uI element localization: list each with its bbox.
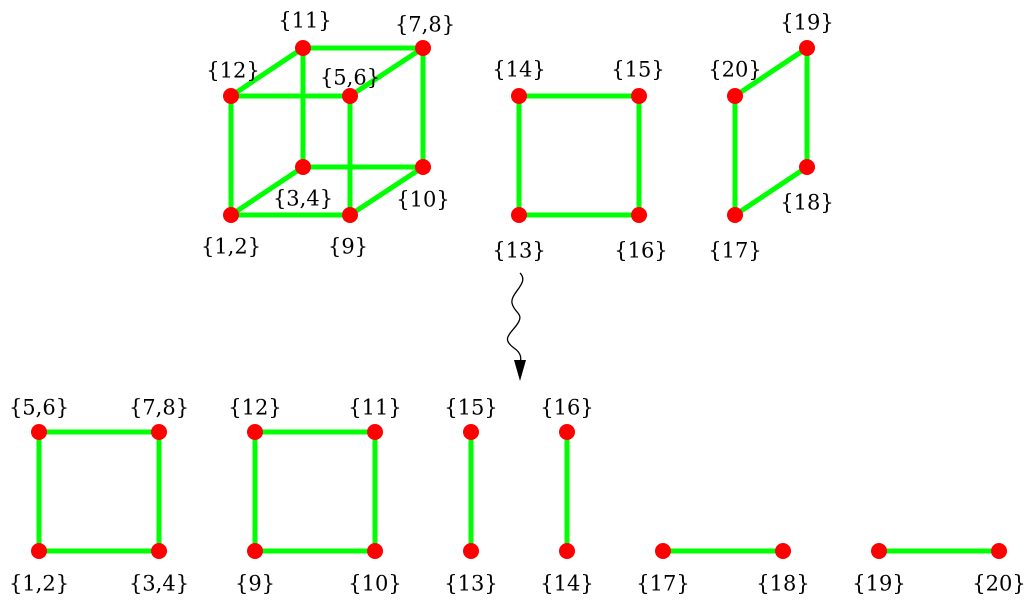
edge-quad-17-20-a-b — [732, 164, 810, 218]
node-label-edge-13-15-b: {15} — [444, 396, 497, 420]
node-label-quad-17-20-d: {20} — [708, 58, 761, 82]
node-label-cube-e: {3,4} — [273, 187, 333, 211]
node-square-9-12-a — [247, 543, 263, 559]
node-cube-f — [415, 159, 431, 175]
node-square-1-8-a — [31, 543, 47, 559]
node-label-cube-a: {1,2} — [201, 235, 261, 259]
node-cube-d — [223, 88, 239, 104]
node-label-square-1-8-c: {7,8} — [129, 396, 189, 420]
node-cube-b — [342, 207, 358, 223]
node-edge-14-16-a — [559, 543, 575, 559]
node-label-square-1-8-b: {3,4} — [129, 572, 189, 596]
node-label-square-9-12-b: {10} — [348, 572, 401, 596]
node-label-square-1-8-d: {5,6} — [9, 396, 69, 420]
node-label-edge-19-20-b: {20} — [972, 572, 1025, 596]
node-label-cube-d: {12} — [206, 59, 259, 83]
node-cube-h — [295, 40, 311, 56]
node-edge-17-18-a — [655, 543, 671, 559]
node-label-quad-17-20-a: {17} — [708, 239, 761, 263]
node-square-13-16-b — [631, 207, 647, 223]
node-quad-17-20-d — [727, 88, 743, 104]
node-label-square-13-16-c: {15} — [611, 58, 664, 82]
arrow-head-icon — [514, 360, 526, 381]
node-label-edge-13-15-a: {13} — [444, 572, 497, 596]
node-label-cube-g: {7,8} — [395, 13, 455, 37]
node-label-cube-f: {10} — [396, 188, 449, 212]
node-square-1-8-d — [31, 424, 47, 440]
node-cube-c — [342, 88, 358, 104]
node-edge-13-15-b — [463, 424, 479, 440]
node-label-square-13-16-b: {16} — [614, 239, 667, 263]
node-label-cube-h: {11} — [278, 9, 331, 33]
node-label-square-9-12-a: {9} — [235, 572, 275, 596]
node-square-9-12-c — [367, 424, 383, 440]
node-edge-17-18-b — [775, 543, 791, 559]
edge-cube-d-h — [228, 45, 306, 99]
node-label-square-13-16-a: {13} — [492, 239, 545, 263]
edges-layer — [36, 45, 1002, 554]
node-square-13-16-c — [631, 88, 647, 104]
node-edge-14-16-b — [559, 424, 575, 440]
edge-cube-c-g — [347, 45, 426, 99]
node-edge-19-20-b — [991, 543, 1007, 559]
node-square-13-16-d — [511, 88, 527, 104]
node-label-quad-17-20-c: {19} — [780, 11, 833, 35]
node-label-cube-b: {9} — [328, 235, 368, 259]
node-cube-a — [223, 207, 239, 223]
node-label-cube-c: {5,6} — [320, 66, 380, 90]
node-quad-17-20-a — [727, 207, 743, 223]
node-square-9-12-b — [367, 543, 383, 559]
labels-layer: {1,2} {9} {5,6} {12} {3,4} {10} {7,8} {11} {13} {… — [9, 9, 1026, 596]
node-square-9-12-d — [247, 424, 263, 440]
node-cube-e — [295, 159, 311, 175]
node-label-edge-14-16-b: {16} — [540, 396, 593, 420]
node-cube-g — [415, 40, 431, 56]
node-edge-13-15-a — [463, 543, 479, 559]
node-label-quad-17-20-b: {18} — [780, 191, 833, 215]
edge-cube-a-e — [228, 164, 306, 218]
node-label-square-9-12-d: {12} — [228, 396, 281, 420]
node-square-1-8-b — [151, 543, 167, 559]
node-square-1-8-c — [151, 424, 167, 440]
node-label-square-9-12-c: {11} — [348, 396, 401, 420]
node-label-edge-17-18-a: {17} — [636, 572, 689, 596]
node-label-square-1-8-a: {1,2} — [9, 572, 69, 596]
node-square-13-16-a — [511, 207, 527, 223]
transformation-arrow — [506, 272, 526, 381]
node-label-square-13-16-d: {14} — [492, 58, 545, 82]
squiggle-arrow-line — [506, 272, 524, 368]
edge-cube-b-f — [347, 164, 426, 218]
node-quad-17-20-c — [799, 40, 815, 56]
edge-quad-17-20-c-d — [732, 45, 810, 99]
node-label-edge-17-18-b: {18} — [756, 572, 809, 596]
node-edge-19-20-a — [871, 543, 887, 559]
nodes-layer — [31, 40, 1007, 559]
node-label-edge-14-16-a: {14} — [540, 572, 593, 596]
node-quad-17-20-b — [799, 159, 815, 175]
node-label-edge-19-20-a: {19} — [852, 572, 905, 596]
